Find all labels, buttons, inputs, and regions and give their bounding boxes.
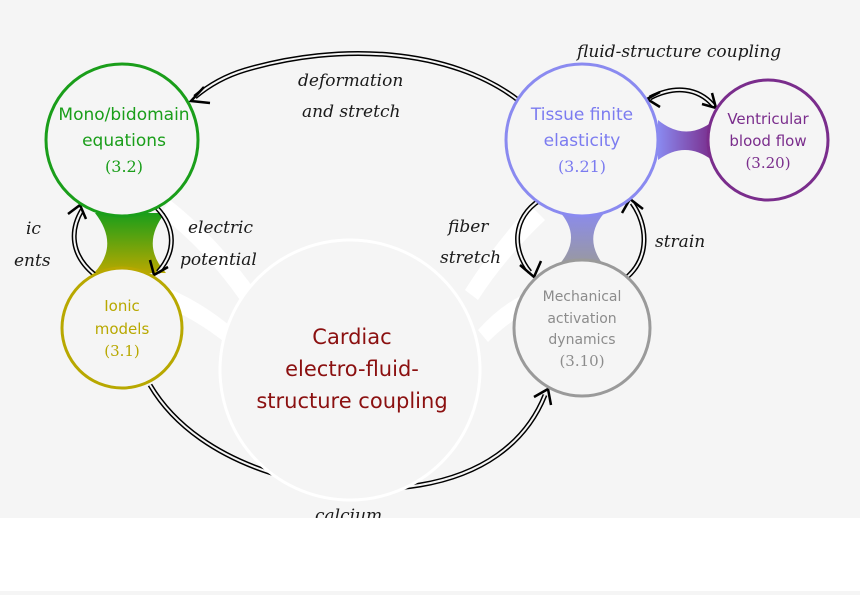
tissue-line1: Tissue finite	[530, 105, 633, 125]
bridge-mono-ionic	[94, 213, 166, 273]
tissue-ref: (3.21)	[558, 157, 606, 176]
arrow-strain	[620, 197, 647, 280]
ionic-node: Ionic models (3.1)	[95, 297, 150, 360]
tissue-node: Tissue finite elasticity (3.21)	[530, 105, 633, 176]
ventricular-circle	[706, 78, 830, 202]
center-connectors	[155, 200, 545, 345]
ionic-circle	[60, 266, 184, 390]
mechanical-ref: (3.10)	[559, 352, 604, 370]
tissue-line2: elasticity	[544, 131, 621, 151]
arrow-ionic-up	[67, 203, 97, 277]
ionic-ref: (3.1)	[104, 342, 140, 360]
mechanical-line1: Mechanical	[543, 289, 622, 305]
center-line1: Cardiac	[312, 325, 391, 349]
mechanical-node: Mechanical activation dynamics (3.10)	[543, 289, 622, 370]
label-ionic-cut-2: ents	[14, 251, 51, 271]
center-line3: structure coupling	[256, 389, 447, 413]
tissue-circle	[504, 62, 660, 218]
label-strain: strain	[655, 232, 705, 252]
arrow-electric-down	[148, 206, 174, 277]
label-electric-2: potential	[180, 250, 257, 270]
label-ionic-cut-1: ic	[26, 219, 41, 239]
mono-circle	[44, 62, 200, 218]
label-fiber-2: stretch	[440, 248, 501, 268]
label-fiber-1: fiber	[446, 217, 489, 237]
mono-ref: (3.2)	[105, 157, 143, 176]
mono-node: Mono/bidomain equations (3.2)	[58, 105, 189, 176]
label-electric-1: electric	[188, 218, 253, 238]
bridge-tissue-ventricular	[658, 120, 712, 160]
mechanical-circle	[512, 258, 652, 398]
mono-line1: Mono/bidomain	[58, 105, 189, 125]
center-node: Cardiac electro-fluid- structure couplin…	[256, 325, 447, 413]
center-line2: electro-fluid-	[285, 357, 419, 381]
ventricular-line1: Ventricular	[727, 110, 809, 128]
ionic-line2: models	[95, 320, 150, 338]
bridge-tissue-mechanical	[556, 210, 607, 268]
mono-line2: equations	[82, 131, 166, 151]
ionic-line1: Ionic	[104, 297, 140, 315]
ventricular-ref: (3.20)	[745, 154, 790, 172]
mechanical-line2: activation	[547, 311, 616, 327]
label-fsc: fluid-structure coupling	[575, 42, 781, 62]
arrow-fsc	[644, 87, 718, 110]
arrow-deformation-stretch	[188, 50, 520, 105]
ventricular-line2: blood flow	[729, 132, 806, 150]
center-circle	[218, 238, 482, 502]
label-deformation-2: and stretch	[302, 102, 400, 122]
mechanical-line3: dynamics	[548, 332, 615, 348]
ventricular-node: Ventricular blood flow (3.20)	[727, 110, 809, 172]
bottom-mask	[0, 518, 860, 591]
arrow-fiber-stretch	[515, 197, 543, 280]
label-deformation-1: deformation	[298, 71, 403, 91]
